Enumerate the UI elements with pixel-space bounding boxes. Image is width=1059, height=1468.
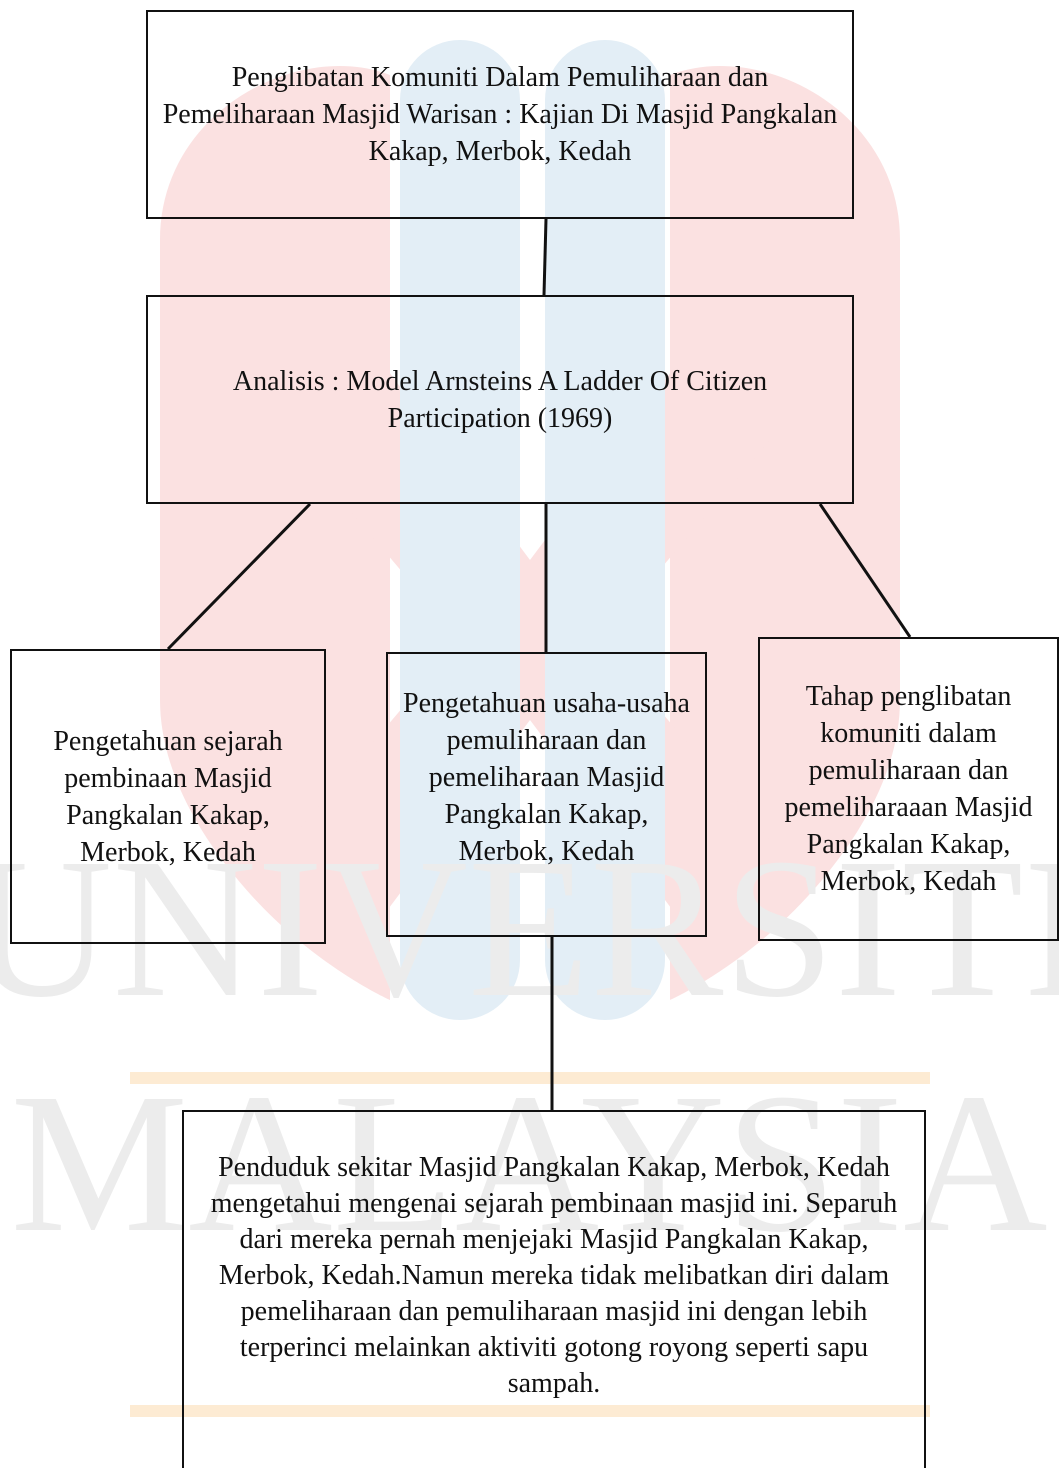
analysis-box-text: Analisis : Model Arnsteins A Ladder Of C…: [232, 365, 768, 434]
title-box-text: Penglibatan Komuniti Dalam Pemuliharaan …: [162, 62, 838, 167]
watermark-text-line-1: UNIVERSITI: [0, 818, 1059, 1039]
title-box: Penglibatan Komuniti Dalam Pemuliharaan …: [146, 10, 854, 219]
watermark-blue-pillar-left: [400, 40, 520, 1020]
watermark-orange-bar-bottom: [130, 1405, 930, 1417]
watermark-orange-bar-top: [130, 1072, 930, 1084]
branch-box-efforts: Pengetahuan usaha-usaha pemuliharaan dan…: [386, 652, 707, 937]
analysis-box: Analisis : Model Arnsteins A Ladder Of C…: [146, 295, 854, 504]
finding-box-text: Penduduk sekitar Masjid Pangkalan Kakap,…: [210, 1152, 898, 1399]
branch-box-efforts-text: Pengetahuan usaha-usaha pemuliharaan dan…: [403, 688, 690, 867]
watermark-blue-pillar-right: [545, 40, 665, 1020]
connector-analysis-to-right: [818, 503, 912, 638]
branch-box-involvement-text: Tahap penglibatan komuniti dalam pemulih…: [784, 681, 1033, 897]
connector-title-to-analysis: [542, 218, 548, 296]
watermark-red-shape-right: [670, 66, 900, 1000]
watermark-red-shape-left: [160, 66, 390, 1000]
branch-box-involvement: Tahap penglibatan komuniti dalam pemulih…: [758, 637, 1059, 941]
branch-box-history: Pengetahuan sejarah pembinaan Masjid Pan…: [10, 649, 326, 944]
finding-box: Penduduk sekitar Masjid Pangkalan Kakap,…: [182, 1110, 926, 1468]
branch-box-history-text: Pengetahuan sejarah pembinaan Masjid Pan…: [53, 725, 283, 868]
connector-analysis-to-left: [166, 502, 312, 651]
